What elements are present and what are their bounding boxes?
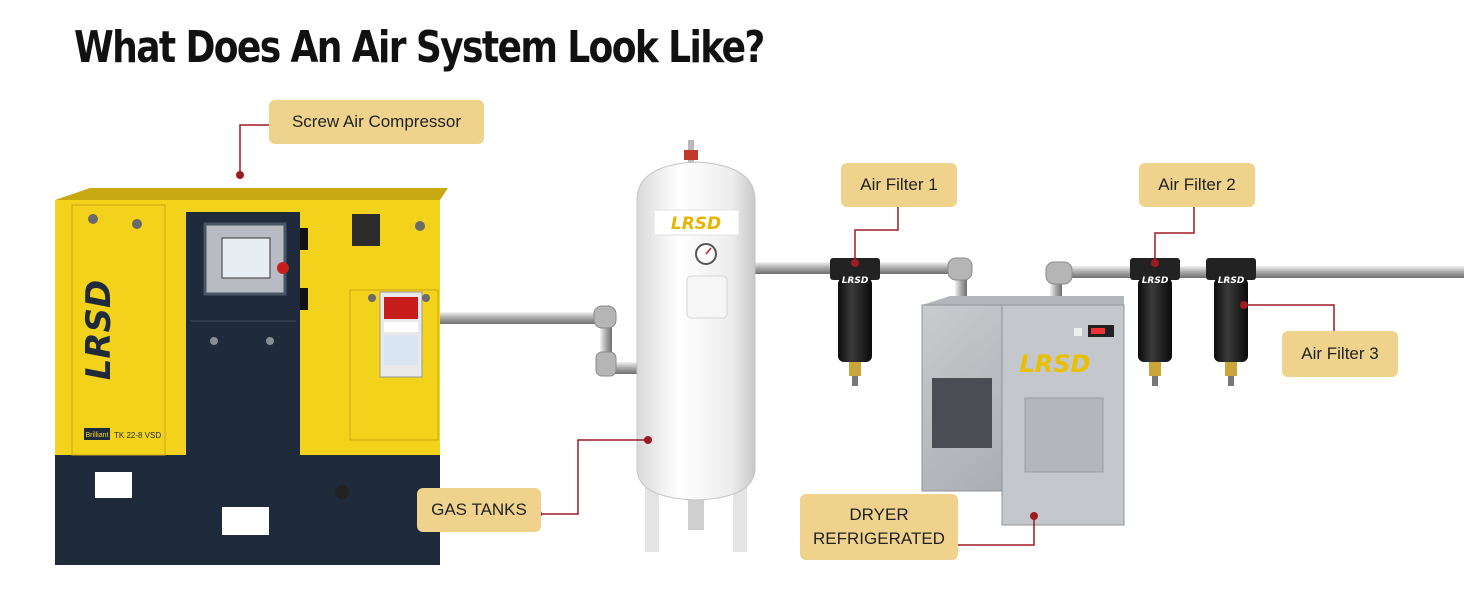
leader-dryer xyxy=(952,516,1035,546)
refrigerated-dryer: LRSD xyxy=(921,296,1125,526)
label-air-filter-2: Air Filter 2 xyxy=(1139,163,1255,207)
air-filter-3: LRSD xyxy=(1206,258,1256,386)
label-dryer-line1: DRYER xyxy=(849,505,909,524)
air-filter-1: LRSD xyxy=(830,258,880,386)
label-air-filter-3: Air Filter 3 xyxy=(1282,331,1398,377)
label-dryer-line2: REFRIGERATED xyxy=(813,529,945,548)
leader-filter3 xyxy=(1244,304,1335,335)
tank-brand-logo: LRSD xyxy=(671,214,721,234)
gas-tank: LRSD xyxy=(636,140,756,552)
page-title: What Does An Air System Look Like? xyxy=(74,22,765,73)
compressor-series-label: Brilliant xyxy=(86,432,109,439)
filter3-brand-logo: LRSD xyxy=(1218,276,1245,286)
filter1-brand-logo: LRSD xyxy=(842,276,869,286)
label-gas-tanks: GAS TANKS xyxy=(417,488,541,532)
label-air-filter-1: Air Filter 1 xyxy=(841,163,957,207)
dryer-brand-logo: LRSD xyxy=(1020,350,1091,378)
leader-gas-tanks xyxy=(538,439,648,515)
label-dryer-refrigerated: DRYER REFRIGERATED xyxy=(800,494,958,560)
screw-air-compressor: LRSD Brilliant TK 22-8 VSD xyxy=(55,188,448,565)
compressor-model-label: TK 22-8 VSD xyxy=(114,431,161,440)
compressor-brand-logo: LRSD xyxy=(79,280,119,381)
leader-lines xyxy=(239,124,1335,546)
leader-filter2 xyxy=(1154,200,1195,263)
leader-filter1 xyxy=(854,200,899,263)
label-screw-air-compressor: Screw Air Compressor xyxy=(269,100,484,144)
filter2-brand-logo: LRSD xyxy=(1142,276,1169,286)
leader-compressor xyxy=(239,124,269,175)
air-filter-2: LRSD xyxy=(1130,258,1180,386)
